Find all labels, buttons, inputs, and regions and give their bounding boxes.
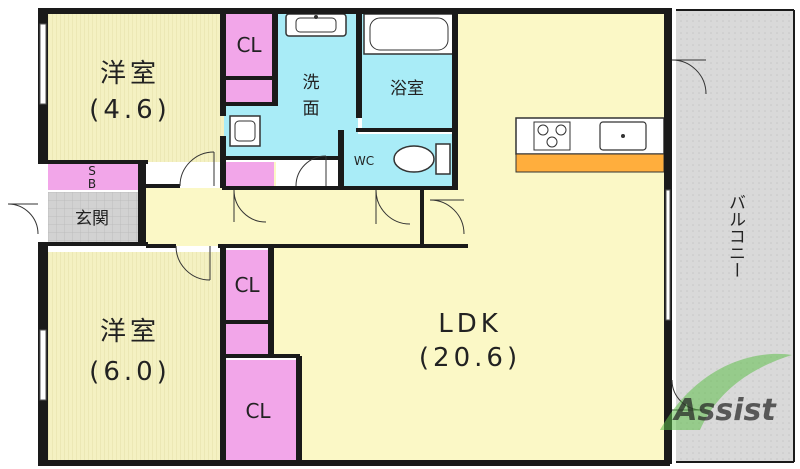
washroom-label-2: 面 (303, 99, 320, 119)
stove-icon (533, 121, 571, 151)
closet-lower (224, 250, 270, 320)
vanity-sink-icon (285, 13, 347, 37)
ldk-size: (20.6) (419, 343, 521, 373)
balcony-label: バルコニー (725, 194, 745, 279)
kitchen-sink-icon (599, 121, 647, 151)
logo-text: Assist (672, 393, 777, 428)
western-room-lower-size: (6.0) (89, 357, 171, 387)
bathtub-icon (363, 13, 455, 55)
closet-upper-small (224, 80, 274, 104)
closet-hall (224, 162, 274, 188)
closet-lower-small (224, 324, 270, 356)
ldk-name: LDK (438, 309, 502, 339)
closet-ldk-label: CL (245, 399, 271, 423)
washing-machine-icon (229, 115, 261, 147)
shoebox-label-1: S (88, 164, 96, 178)
window-marks (39, 23, 671, 401)
entrance-label: 玄関 (75, 209, 109, 229)
toilet-icon (393, 143, 451, 175)
closet-lower-label: CL (234, 273, 260, 297)
washroom-label-1: 洗 (303, 73, 320, 93)
ldk-entry (430, 190, 460, 250)
western-room-upper-name: 洋室 (100, 59, 160, 89)
bathroom-label: 浴室 (390, 79, 424, 99)
kitchen-counter (515, 117, 665, 173)
entrance-floor (48, 192, 138, 244)
western-room-upper (48, 14, 224, 162)
shoebox-label-2: B (88, 177, 96, 191)
toilet-label: WC (354, 154, 374, 168)
closet-ldk (226, 360, 298, 460)
hallway (146, 188, 430, 246)
door-swings (7, 59, 707, 411)
shoebox (48, 164, 138, 190)
western-room-upper-size: (4.6) (89, 95, 171, 125)
western-room-lower (48, 252, 224, 460)
western-room-lower-name: 洋室 (100, 317, 160, 347)
closet-upper-label: CL (236, 33, 262, 57)
closet-upper (224, 14, 274, 76)
assist-logo: Assist (660, 353, 792, 430)
